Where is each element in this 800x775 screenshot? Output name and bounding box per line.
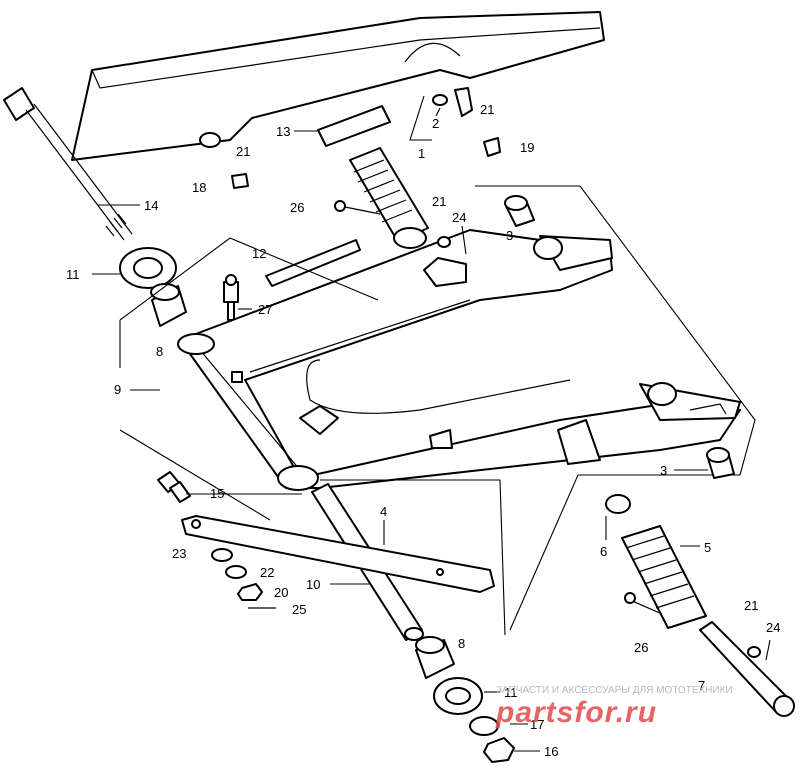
- washer-17: [469, 716, 499, 736]
- bolt-15: [157, 471, 191, 503]
- washer-21-mid: [437, 236, 451, 248]
- watermark-logo: partsfor.ru: [495, 696, 657, 729]
- collar-2: [432, 94, 448, 106]
- grease-nipple: [223, 274, 239, 321]
- callout-25: 25: [292, 602, 306, 617]
- callout-18: 18: [192, 180, 206, 195]
- leader-lines: [92, 95, 771, 752]
- bushing-lower: [415, 636, 455, 679]
- callout-19: 19: [520, 140, 534, 155]
- chain-adjuster-plate: [181, 515, 495, 593]
- bolt-18: [231, 173, 249, 189]
- assembly-outline: [119, 185, 756, 636]
- callout-16: 16: [544, 744, 558, 759]
- callout-13: 13: [276, 124, 290, 139]
- callout-12: 12: [252, 246, 266, 261]
- callout-21-c: 21: [432, 194, 446, 209]
- peg-pin-lower: [624, 592, 663, 615]
- chain-case-label-plate: [317, 105, 391, 147]
- callout-3-lower: 3: [660, 463, 667, 478]
- pivot-bolt: [3, 87, 133, 241]
- watermark: ЗАПЧАСТИ И АКСЕССУАРЫ ДЛЯ МОТОТЕХНИКИ pa…: [495, 685, 733, 729]
- washer-21-lower: [747, 646, 761, 658]
- callout-labels: 1 2 3 3 4 5 6 7 8 8 9 10 11 11 12 13 14 …: [66, 102, 780, 759]
- callout-22: 22: [260, 565, 274, 580]
- callout-7: 7: [698, 678, 705, 693]
- swing-arm: [177, 229, 741, 491]
- bolt-19: [483, 137, 501, 157]
- dust-seal-lower: [433, 677, 483, 715]
- callout-17: 17: [530, 717, 544, 732]
- watermark-caption: ЗАПЧАСТИ И АКСЕССУАРЫ ДЛЯ МОТОТЕХНИКИ: [496, 685, 733, 696]
- callout-11-upper: 11: [66, 267, 80, 282]
- callout-3-upper: 3: [506, 228, 513, 243]
- bushing-3-upper: [504, 195, 535, 227]
- callout-24-upper: 24: [452, 210, 466, 225]
- callout-27: 27: [258, 302, 272, 317]
- callout-26-lower: 26: [634, 640, 648, 655]
- callout-26-upper: 26: [290, 200, 304, 215]
- peg-pin-upper: [334, 200, 381, 215]
- bushing-upper: [150, 283, 187, 327]
- callout-20: 20: [274, 585, 288, 600]
- footpeg-rubber-lower: [621, 525, 707, 629]
- callout-23: 23: [172, 546, 186, 561]
- washer-6: [605, 494, 631, 514]
- callout-21-d: 21: [744, 598, 758, 613]
- callout-4: 4: [380, 504, 387, 519]
- callout-8-lower: 8: [458, 636, 465, 651]
- footpeg-rubber-upper: [349, 147, 429, 249]
- bushing-3-lower: [706, 447, 735, 479]
- washer-22: [225, 565, 247, 579]
- callout-14: 14: [144, 198, 158, 213]
- callout-2: 2: [432, 116, 439, 131]
- callout-24-lower: 24: [766, 620, 780, 635]
- callout-6: 6: [600, 544, 607, 559]
- callout-21-b: 21: [236, 144, 250, 159]
- dust-seal-upper: [119, 247, 177, 289]
- callout-10: 10: [306, 577, 320, 592]
- callout-15: 15: [210, 486, 224, 501]
- nut-20: [237, 583, 263, 601]
- callout-1: 1: [418, 146, 425, 161]
- callout-21-a: 21: [480, 102, 494, 117]
- chain-guide-strip: [265, 239, 361, 287]
- chain-case: [71, 11, 605, 161]
- washer-23: [211, 548, 233, 562]
- callout-8-upper: 8: [156, 344, 163, 359]
- callout-5: 5: [704, 540, 711, 555]
- callout-11-lower: 11: [504, 685, 518, 700]
- footpeg-bar: [699, 621, 795, 717]
- callout-9: 9: [114, 382, 121, 397]
- nut-16: [483, 737, 515, 763]
